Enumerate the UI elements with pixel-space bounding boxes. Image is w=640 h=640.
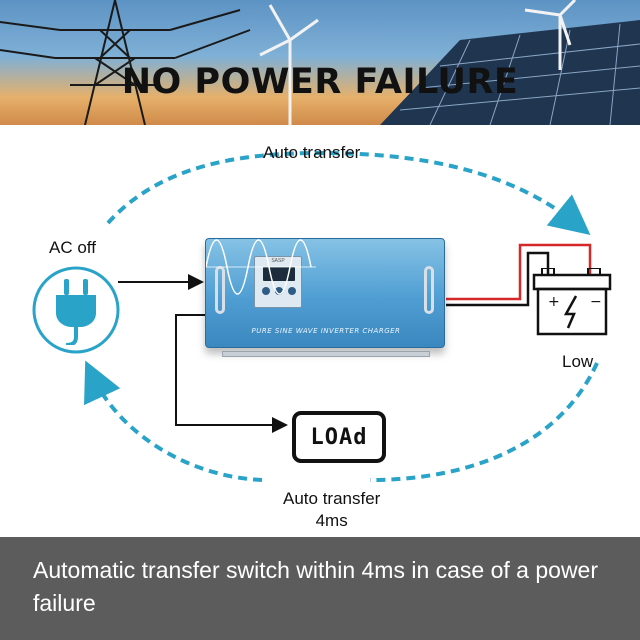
diagram-lines: [32, 150, 599, 482]
ac-off-label: AC off: [49, 238, 96, 257]
inverter-control-panel: SASP: [254, 256, 302, 308]
inverter-buttons: [262, 287, 296, 295]
load-output-line: [175, 314, 288, 433]
solar-panels-image: [380, 20, 640, 125]
plug-icon: [56, 279, 96, 345]
inverter-handle-right: [424, 266, 434, 314]
inverter-caption: PURE SINE WAVE INVERTER CHARGER: [251, 327, 401, 335]
wind-turbine-image: [259, 0, 577, 125]
battery-icon: + −: [532, 268, 612, 336]
battery-low-label: Low: [562, 352, 594, 371]
power-pylon-image: [0, 0, 251, 125]
auto-transfer-top-label: Auto transfer: [263, 143, 361, 162]
svg-text:−: −: [590, 294, 602, 310]
page-title: NO POWER FAILURE: [121, 62, 519, 102]
inverter-base: [222, 351, 430, 357]
auto-transfer-bottom-line1: Auto transfer: [283, 489, 381, 508]
battery-wire-positive: [446, 243, 592, 301]
battery-wire-negative: [446, 251, 550, 307]
auto-transfer-bottom-label: Auto transfer 4ms: [283, 488, 380, 532]
transfer-diagram: Auto transfer AC off Low Auto transfer 4…: [0, 125, 640, 537]
inverter-brand: SASP: [271, 258, 285, 264]
auto-transfer-top-arrow: [106, 150, 591, 236]
header-banner: NO POWER FAILURE: [0, 0, 640, 125]
load-icon: LOAd: [292, 411, 386, 463]
inverter-handle-left: [215, 266, 225, 314]
inverter-unit: SASP PURE SINE WAVE INVERTER CHARGER: [205, 238, 445, 348]
auto-transfer-bottom-arrow: [92, 363, 599, 482]
load-label: LOAd: [310, 424, 368, 450]
caption-text: Automatic transfer switch within 4ms in …: [33, 557, 599, 616]
plug-circle: [32, 266, 120, 354]
banner-background-art: [0, 0, 640, 125]
auto-transfer-bottom-line2: 4ms: [315, 511, 348, 530]
caption-bar: Automatic transfer switch within 4ms in …: [0, 537, 640, 640]
svg-text:+: +: [548, 294, 560, 310]
sine-wave-icon: [206, 239, 316, 295]
